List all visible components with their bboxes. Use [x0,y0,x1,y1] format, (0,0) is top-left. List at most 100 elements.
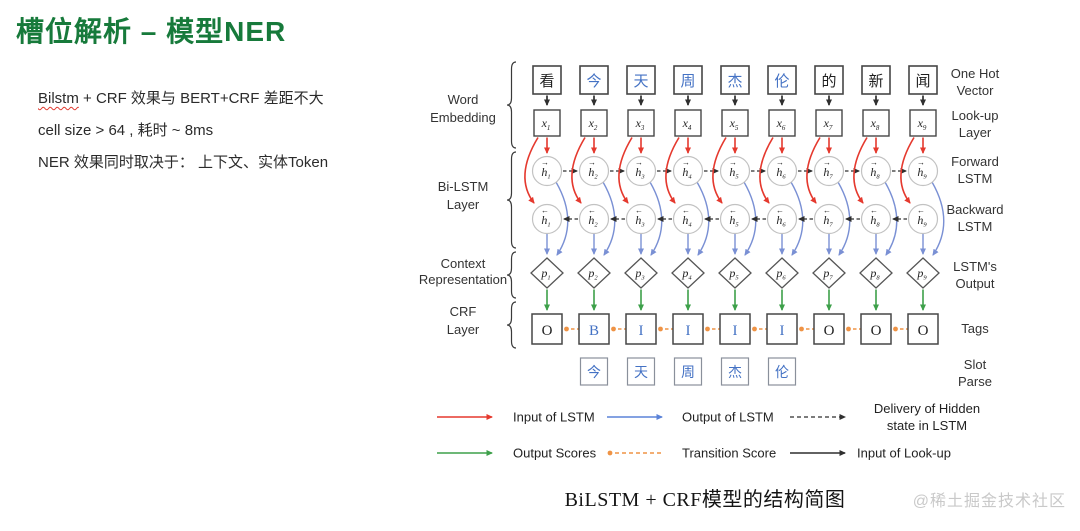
slot-box [673,357,703,386]
context-label: p1 [540,266,550,282]
slot-char: 天 [634,364,648,380]
forward-vector-arrow: → [870,158,878,167]
tag-box [672,313,704,345]
char-box [579,65,609,95]
char-box [908,65,938,95]
legend-label: Delivery of Hidden [874,401,980,416]
transition-dot [658,326,663,332]
diagram-caption: BiLSTM + CRF模型的结构简图 [564,489,846,511]
char-label: 的 [821,73,836,90]
forward-vector-arrow: → [682,158,690,167]
embedding-label: x6 [776,116,786,132]
forward-hidden-label: h4 [682,165,692,181]
slot-parse-token: 天 [626,357,656,386]
legend-label: Output of LSTM [682,410,774,425]
backward-hidden-label: h3 [635,213,645,229]
backward-hidden-label: h6 [776,213,786,229]
backward-lstm-cell [531,203,563,235]
backward-hidden-label: h5 [729,213,739,229]
legend-dot [607,450,613,456]
svg-text:Layer: Layer [447,197,480,212]
tag-box [766,313,798,345]
svg-text:Look-up: Look-up [952,108,999,123]
slot-parse-token: 杰 [720,357,750,386]
tag-label: O [824,323,835,339]
backward-hidden-label: h1 [541,213,550,229]
svg-text:Layer: Layer [447,322,480,337]
slot-char: 伦 [775,364,789,380]
forward-vector-arrow: → [776,158,784,167]
context-label: p2 [587,266,598,282]
forward-hidden-label: h6 [776,165,786,181]
embedding-box [768,109,796,137]
tag-box [578,313,610,345]
backward-lstm-cell [578,203,610,235]
input-arrow-backward [571,137,586,204]
note-line-3: NER 效果同时取决于： 上下文、实体Token [38,154,329,171]
backward-lstm-cell [813,203,845,235]
tag-label: O [871,323,882,339]
forward-hidden-label: h5 [729,165,739,181]
backward-vector-arrow: ← [870,206,878,215]
layer-brace [506,151,517,249]
backward-lstm-cell [860,203,892,235]
backward-hidden-label: h8 [870,213,880,229]
backward-vector-arrow: ← [776,206,784,215]
svg-text:LSTM's: LSTM's [953,259,997,274]
svg-text:Output: Output [955,276,994,291]
svg-text:Forward: Forward [951,154,999,169]
embedding-label: x8 [870,116,880,132]
embedding-box [533,109,561,137]
tag-label: I [686,323,691,339]
embedding-label: x4 [682,116,692,132]
svg-text:Vector: Vector [957,83,995,98]
char-label: 看 [539,73,554,90]
note-line-1-rest: + CRF 效果与 BERT+CRF 差距不大 [78,90,324,107]
legend-label: Input of LSTM [513,410,595,425]
note-highlight-bilstm: Bilstm [38,90,79,107]
svg-text:Embedding: Embedding [430,110,496,125]
backward-lstm-cell [719,203,751,235]
slot-parse-token: 伦 [767,357,797,386]
legend-label: Output Scores [513,446,597,461]
char-box [814,65,844,95]
backward-vector-arrow: ← [588,206,596,215]
svg-text:Bi-LSTM: Bi-LSTM [438,179,489,194]
forward-hidden-label: h9 [917,165,927,181]
legend-item: Input of Look-up [790,446,951,461]
svg-text:Representation: Representation [419,272,507,287]
backward-hidden-label: h4 [682,213,692,229]
tag-label: O [542,323,553,339]
forward-vector-arrow: → [823,158,831,167]
char-label: 杰 [727,73,742,90]
layer-label-left: Bi-LSTM Layer [438,179,489,212]
backward-hidden-label: h9 [917,213,927,229]
legend-label: Transition Score [682,446,776,461]
context-diamond [624,257,658,289]
forward-hidden-label: h8 [870,165,880,181]
forward-vector-arrow: → [635,158,643,167]
transition-dot [705,326,710,332]
context-label: p5 [728,266,739,282]
embedding-box [674,109,702,137]
input-arrow-backward [524,137,539,204]
context-diamond [859,257,893,289]
backward-lstm-cell [766,203,798,235]
forward-lstm-cell [578,155,610,187]
char-box [532,65,562,95]
forward-lstm-cell [766,155,798,187]
input-arrow-backward [712,137,727,204]
tag-label: I [733,323,738,339]
note-line-2: cell size > 64 , 耗时 ~ 8ms [38,122,214,139]
embedding-label: x5 [729,116,739,132]
context-diamond [530,257,564,289]
embedding-box [721,109,749,137]
legend-item: Input of LSTM [437,410,595,425]
